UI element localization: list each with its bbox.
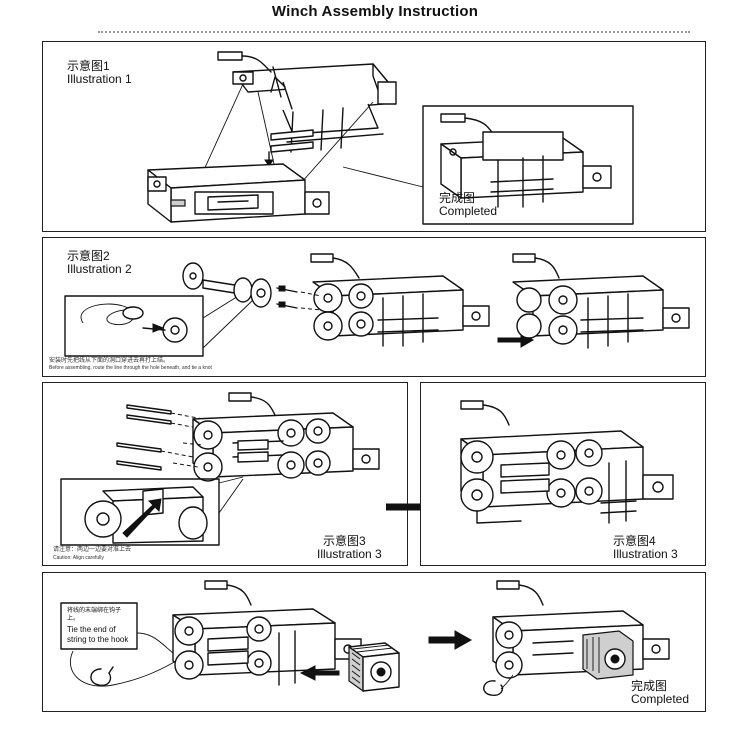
illustration-2-note-cn: 安装时先把线从下面的洞口穿进去再打上结。	[49, 358, 170, 364]
illustration-4-label-en: Illustration 3	[613, 547, 678, 561]
illustration-2-note-en: Before assembling, route the line throug…	[49, 365, 212, 371]
winch-assembly-2-complete	[512, 275, 690, 349]
winch-assembly-3	[172, 412, 380, 482]
illustration-4-panel: 示意图4 Illustration 3	[420, 382, 706, 566]
wire-tag	[217, 51, 243, 61]
winch-assembly-2	[300, 275, 490, 347]
hook-note-en: Tie the end of string to the hook	[67, 625, 129, 644]
completed-inset-1	[422, 105, 634, 225]
illustration-2-panel: 示意图2 Illustration 2 安装时先把线从下面的洞口穿进去再打上结。…	[42, 237, 706, 377]
winch-assembly-4	[460, 430, 674, 524]
lower-base-block	[147, 163, 330, 223]
spool-disc-left	[182, 262, 204, 290]
illustration-2-label-cn: 示意图2	[67, 249, 110, 263]
title-divider	[98, 31, 690, 33]
winch-complete-final	[492, 610, 670, 680]
illustration-4-drawing	[460, 400, 674, 524]
screw-4	[116, 460, 162, 471]
align-detail-inset	[60, 478, 220, 546]
illustration-3-note-cn: 请注意：两边一边要对准上去	[53, 547, 132, 553]
illustration-4-label-cn: 示意图4	[613, 534, 656, 548]
page-title: Winch Assembly Instruction	[271, 3, 479, 20]
illustration-2-drawing	[64, 253, 690, 357]
hook-icon	[90, 668, 112, 687]
illustration-1-drawing	[147, 51, 634, 225]
completed-winch-1	[440, 131, 612, 208]
hook-note-box	[60, 602, 138, 650]
illustration-3-label-cn: 示意图3	[323, 534, 366, 548]
illustration-3-drawing	[60, 392, 380, 546]
winch-assembly-final	[172, 608, 362, 686]
final-assembly-panel: 将线的末端绑在钩子上。 Tie the end of string to the…	[42, 572, 706, 712]
illustration-2-label-en: Illustration 2	[67, 262, 132, 276]
final-assembly-drawing	[60, 580, 670, 697]
arrow-right-icon	[428, 630, 473, 650]
hook-note-cn: 将线的末端绑在钩子上。	[67, 608, 122, 622]
screw-2	[126, 414, 172, 425]
illustration-3-panel: 示意图3 Illustration 3 请注意：两边一边要对准上去 Cautio…	[42, 382, 408, 566]
spool-detail-inset	[64, 295, 204, 357]
exploded-top-frame	[232, 63, 397, 153]
illustration-3-note-en: Caution: Align carefully	[53, 555, 104, 561]
completed-final-label-cn: 完成图	[631, 679, 668, 693]
completed-1-label-cn: 完成图	[439, 191, 476, 205]
completed-final-label-en: Completed	[631, 692, 690, 706]
motor-icon	[348, 642, 400, 693]
illustration-3-label-en: Illustration 3	[317, 547, 382, 561]
arrow-left-icon	[299, 665, 340, 681]
illustration-1-panel: 示意图1 Illustration 1	[42, 41, 706, 232]
screw-1	[126, 404, 172, 415]
illustration-1-label-en: Illustration 1	[67, 72, 132, 86]
hook-icon	[483, 680, 504, 697]
completed-1-label-en: Completed	[439, 204, 498, 218]
illustration-1-label-cn: 示意图1	[67, 59, 110, 73]
screw-3	[116, 442, 162, 453]
